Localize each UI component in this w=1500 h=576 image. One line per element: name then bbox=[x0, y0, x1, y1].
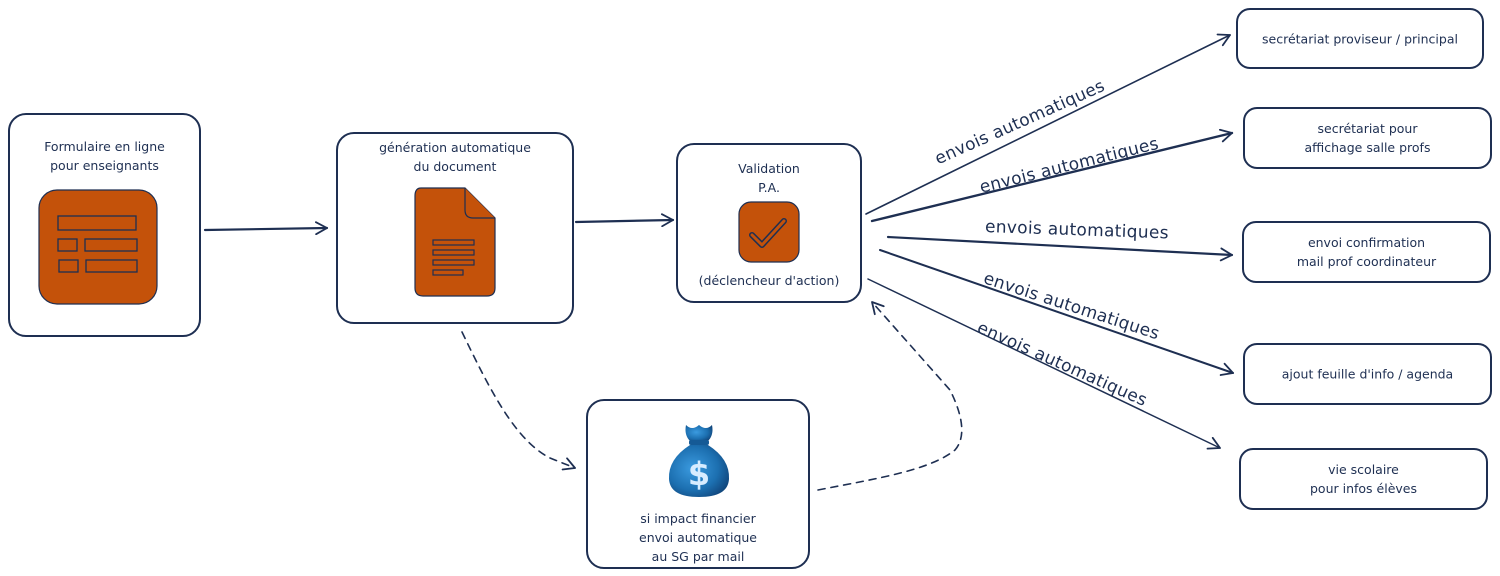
arrow-validation-to-target-4 bbox=[879, 249, 1234, 376]
node-form[interactable]: Formulaire en ligne pour enseignants bbox=[8, 113, 201, 337]
node-validation-label: Validation P.A. bbox=[738, 161, 800, 195]
arrow-validation-to-target-1 bbox=[865, 33, 1231, 215]
target-4-label: ajout feuille d'info / agenda bbox=[1281, 366, 1454, 382]
node-generation[interactable]: génération automatique du document bbox=[336, 132, 574, 324]
checkmark-icon bbox=[738, 201, 800, 263]
target-vie-scolaire[interactable]: vie scolaire pour infos élèves bbox=[1239, 448, 1488, 510]
target-3-label: envoi confirmation mail prof coordinateu… bbox=[1296, 235, 1437, 269]
dashed-arrow-financial-to-validation bbox=[817, 301, 963, 491]
node-financial[interactable]: $ si impact financier envoi automatique … bbox=[586, 399, 810, 569]
arrow-validation-to-target-5 bbox=[867, 278, 1221, 450]
target-feuille-info-agenda[interactable]: ajout feuille d'info / agenda bbox=[1243, 343, 1492, 405]
arrow-validation-to-target-3 bbox=[886, 235, 1234, 262]
node-generation-label: génération automatique du document bbox=[379, 140, 531, 174]
target-5-label: vie scolaire pour infos élèves bbox=[1309, 462, 1417, 496]
target-1-label: secrétariat proviseur / principal bbox=[1262, 31, 1458, 46]
target-2-label: secrétariat pour affichage salle profs bbox=[1304, 121, 1431, 155]
arrow-form-to-generation bbox=[203, 221, 329, 236]
node-validation-sublabel: (déclencheur d'action) bbox=[698, 273, 840, 288]
document-icon bbox=[414, 187, 496, 297]
target-secretariat-proviseur[interactable]: secrétariat proviseur / principal bbox=[1236, 8, 1484, 69]
svg-text:$: $ bbox=[688, 455, 710, 493]
node-validation[interactable]: Validation P.A. (déclencheur d'action) bbox=[676, 143, 862, 303]
form-icon bbox=[38, 189, 158, 305]
arrow-validation-to-target-2 bbox=[870, 128, 1234, 223]
node-form-label: Formulaire en ligne pour enseignants bbox=[44, 139, 165, 173]
target-confirmation-mail[interactable]: envoi confirmation mail prof coordinateu… bbox=[1242, 221, 1491, 283]
node-financial-label: si impact financier envoi automatique au… bbox=[639, 511, 757, 564]
target-secretariat-affichage[interactable]: secrétariat pour affichage salle profs bbox=[1243, 107, 1492, 169]
dashed-arrow-generation-to-financial bbox=[461, 331, 576, 471]
arrow-generation-to-validation bbox=[574, 213, 675, 228]
money-bag-icon: $ bbox=[668, 425, 730, 497]
